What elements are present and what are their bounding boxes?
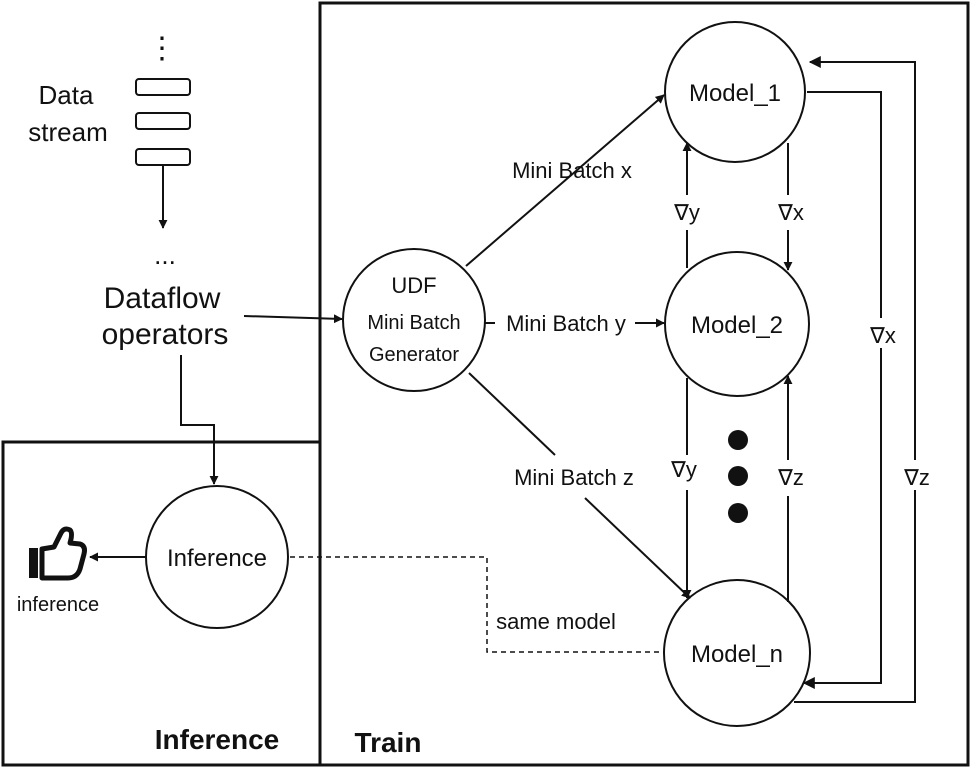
outer-grad-x-label-bg [868, 318, 900, 348]
dataflow-to-inference-arrow [180, 355, 219, 485]
grad-z-up-2-n-label: ∇z [777, 465, 804, 490]
batch-z-edge-lower [584, 497, 691, 599]
outer-grad-x-label: ∇x [869, 323, 896, 348]
udf-node [342, 248, 486, 392]
outer-grad-z-label-bg [900, 460, 934, 490]
outer-grad-x-loop [802, 91, 882, 689]
same-model-label: same model [496, 609, 616, 634]
grad-y-up-1-2-label: ∇y [673, 200, 700, 225]
more-models-dot [728, 503, 748, 523]
dataflow-to-udf-arrow [243, 314, 343, 324]
same-model-link [290, 556, 664, 653]
inference-output-label: inference [17, 594, 99, 616]
thumbs-up-icon [29, 526, 87, 581]
grad-y-down-2-n-label: ∇y [670, 457, 697, 482]
inference-section-title: Inference [155, 724, 280, 755]
model-n-node [663, 579, 811, 727]
dataflow-label-line1: Dataflow [104, 282, 221, 315]
udf-label-line2: Mini Batch [367, 312, 460, 334]
more-models-dot [728, 430, 748, 450]
data-stream-bottom-ellipsis: ... [154, 240, 176, 270]
data-stream-label-line2: stream [28, 117, 107, 147]
grad-x-down-1-2-label: ∇x [777, 200, 804, 225]
more-models-dot [728, 466, 748, 486]
model-2-label: Model_2 [691, 312, 783, 339]
outer-grad-z-label: ∇z [903, 465, 930, 490]
batch-y-label: Mini Batch y [506, 311, 626, 336]
data-stream-top-ellipsis: ⋮ [147, 32, 177, 65]
batch-x-label: Mini Batch x [512, 158, 632, 183]
model-n-label: Model_n [691, 641, 783, 668]
data-stream-label-line1: Data [39, 80, 94, 110]
model-2-node [664, 251, 810, 397]
dataflow-label-line2: operators [102, 318, 229, 351]
stream-packet [135, 148, 191, 166]
train-section-title: Train [355, 727, 422, 758]
batch-x-edge [465, 94, 665, 267]
stream-packet [135, 78, 191, 96]
model-1-node [664, 21, 806, 163]
inference-node-label: Inference [167, 545, 267, 572]
stream-packet [135, 112, 191, 130]
batch-z-edge-upper [468, 372, 556, 456]
udf-label-line3: Generator [369, 344, 459, 366]
train-section [318, 1, 970, 767]
outer-grad-z-loop [794, 56, 916, 703]
udf-label-line1: UDF [391, 273, 436, 298]
model-1-label: Model_1 [689, 80, 781, 107]
inference-section [1, 440, 322, 767]
batch-z-label: Mini Batch z [514, 465, 634, 490]
